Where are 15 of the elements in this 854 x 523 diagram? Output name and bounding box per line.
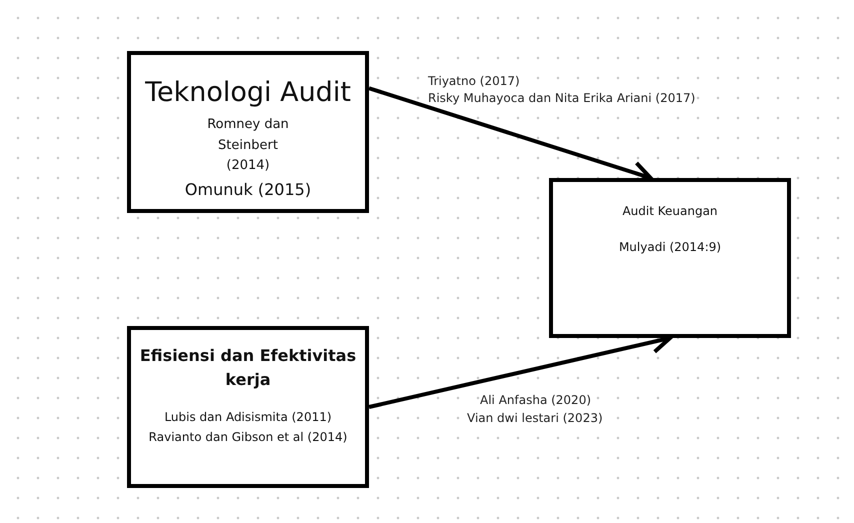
reference-text: Mulyadi (2014:9) [618, 240, 722, 255]
text-box [127, 326, 369, 488]
reference-text: Romney dan Steinbert (2014) [206, 116, 290, 175]
reference-label: Ali Anfasha (2020) [480, 393, 592, 407]
reference-text: Ravianto dan Gibson et al (2014) [148, 430, 348, 445]
reference-label: Risky Muhayoca dan Nita Erika Ariani (2017) [428, 91, 696, 105]
reference-text: Omunuk (2015) [184, 180, 312, 199]
box-heading: Teknologi Audit [145, 77, 351, 110]
box-heading: Efisiensi dan Efektivitas kerja [138, 345, 358, 391]
reference-label: Vian dwi lestari (2023) [467, 411, 603, 425]
text-box [549, 178, 791, 338]
box-heading: Audit Keuangan [622, 204, 718, 218]
text-box [127, 51, 369, 213]
reference-text: Lubis dan Adisismita (2011) [164, 410, 332, 424]
reference-label: Triyatno (2017) [428, 74, 520, 88]
